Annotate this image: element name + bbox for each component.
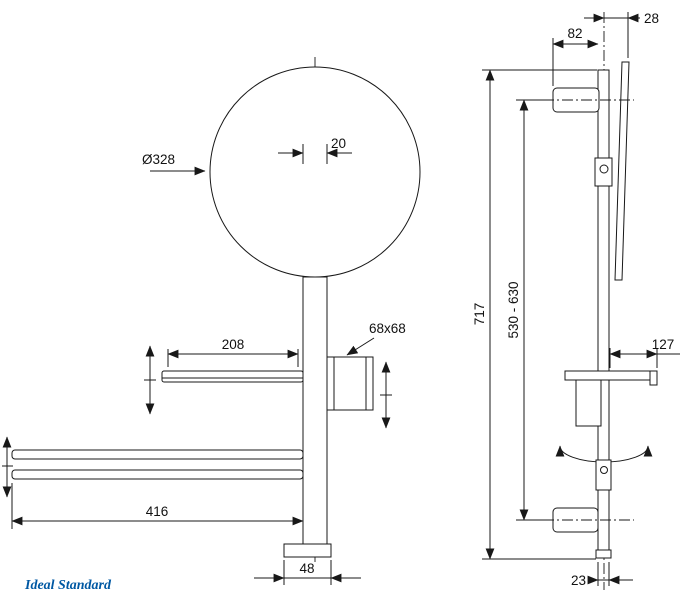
pivot-screw <box>600 466 608 474</box>
rail-depth-label: 23 <box>571 573 586 588</box>
towel-bar-length-dim: 416 <box>11 483 304 529</box>
towel-bar-adjust-arrow <box>2 436 13 498</box>
basket-size-label: 68x68 <box>369 321 406 336</box>
arm-length-label: 82 <box>567 26 582 41</box>
clamp-screw <box>599 164 609 174</box>
total-height-label: 717 <box>472 303 487 326</box>
arm-length-dim: 82 <box>552 26 599 86</box>
rail-width-dim: 20 <box>278 136 352 164</box>
base-width-label: 48 <box>299 561 314 576</box>
towel-bar-upper <box>11 449 304 460</box>
shelf-depth-label: 127 <box>652 337 675 352</box>
towel-bar-length-label: 416 <box>146 504 169 519</box>
rail-bottom-cap <box>595 549 612 559</box>
side-view: 28 82 717 530 - 630 <box>472 11 680 590</box>
rail-base-cap <box>283 543 332 558</box>
fixing-distance-dim: 530 - 630 <box>506 99 543 521</box>
shelf-side <box>564 370 658 381</box>
basket-side <box>575 379 602 427</box>
front-view: Ø328 20 208 <box>2 57 421 585</box>
shelf-front <box>161 370 304 383</box>
pivot-block <box>595 459 612 491</box>
shelf-width-dim: 208 <box>167 337 299 367</box>
mirror-side-edge <box>614 61 630 281</box>
mirror-offset-dim: 28 <box>584 11 659 58</box>
mirror-offset-label: 28 <box>644 11 659 26</box>
shelf-depth-dim: 127 <box>609 337 680 368</box>
basket-adjust-arrow <box>380 361 392 429</box>
mirror-circle <box>209 66 421 278</box>
basket-body <box>326 356 374 411</box>
shelf-width-label: 208 <box>222 337 245 352</box>
shelf-front-lip <box>649 370 658 386</box>
brand-logo: Ideal Standard <box>24 578 112 593</box>
base-width-dim: 48 <box>254 560 361 585</box>
mirror-diameter-label: Ø328 <box>142 152 175 167</box>
rail-width-label: 20 <box>331 136 346 151</box>
basket-leader <box>346 337 375 356</box>
rail-front <box>302 276 328 545</box>
shelf-adjust-arrow <box>144 345 156 415</box>
rail-depth-dim: 23 <box>571 562 633 588</box>
total-height-dim: 717 <box>472 69 597 560</box>
towel-bar-lower <box>11 469 304 480</box>
basket-front <box>326 356 374 411</box>
fixing-distance-label: 530 - 630 <box>506 281 521 338</box>
